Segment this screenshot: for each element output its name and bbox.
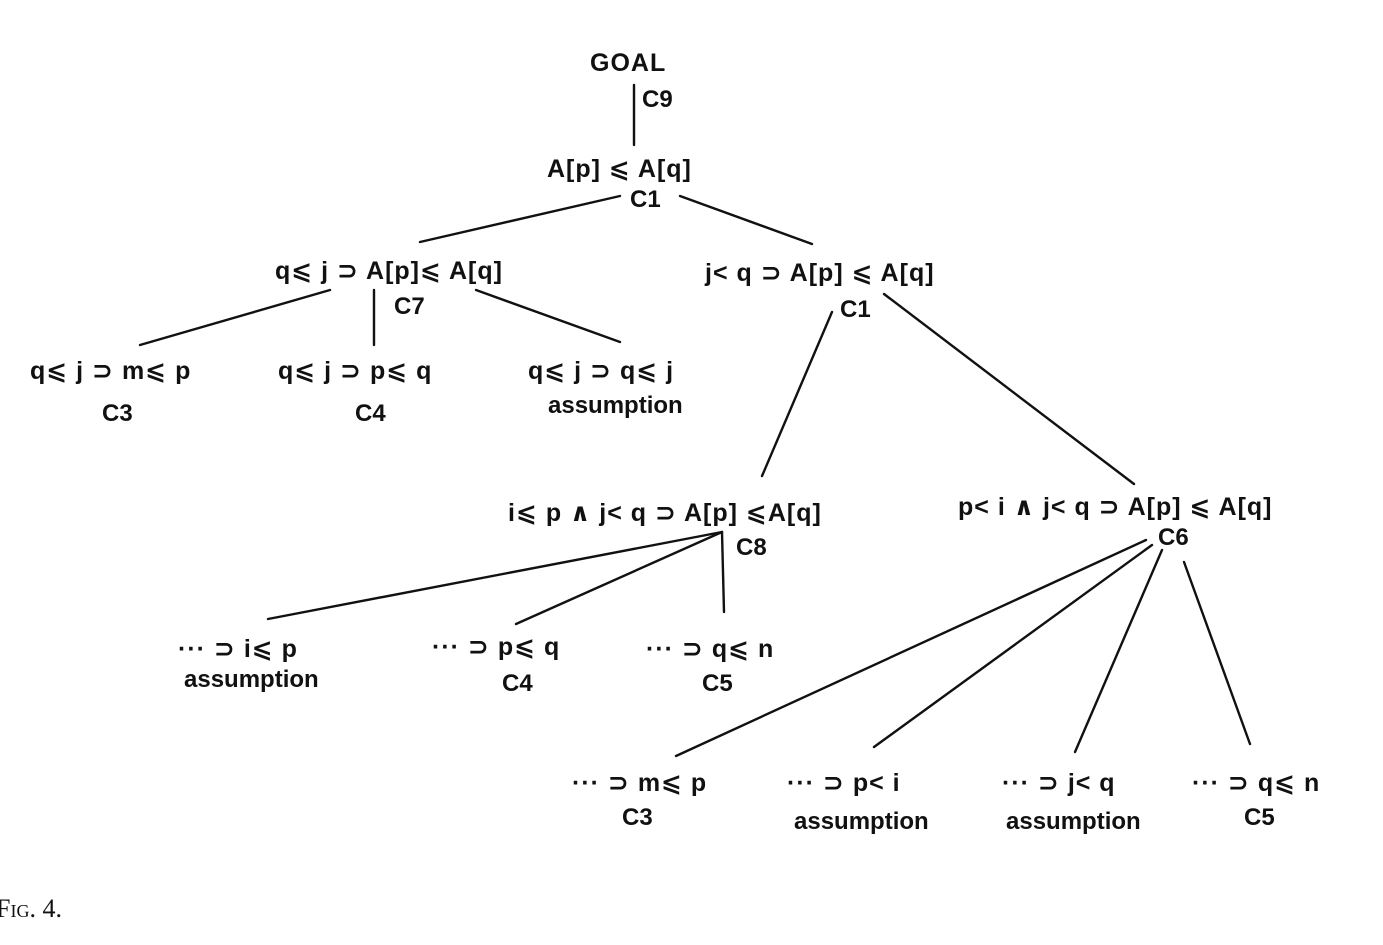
leaf-f2: ··· ⊃ p< i	[787, 769, 901, 797]
edge-mid-m2	[514, 530, 724, 626]
leaf-f1-label: C3	[622, 804, 653, 831]
rule-label-c7: C7	[394, 293, 425, 320]
leaf-f3-label: assumption	[1006, 808, 1141, 835]
rule-label-c8: C8	[736, 534, 767, 561]
leaf-m1-label: assumption	[184, 666, 319, 693]
leaf-l3: q⩽ j ⊃ q⩽ j	[528, 357, 675, 385]
leaf-l1: q⩽ j ⊃ m⩽ p	[30, 357, 192, 385]
edge-left-l1	[138, 288, 332, 347]
leaf-m3-label: C5	[702, 670, 733, 697]
leaf-l1-label: C3	[102, 400, 133, 427]
edge-mid-m1	[266, 530, 724, 621]
rule-label-c6: C6	[1158, 524, 1189, 551]
figure-caption: Fig. 4.	[0, 894, 62, 923]
rule-label-c9: C9	[642, 86, 673, 113]
right-node: j< q ⊃ A[p] ⩽ A[q]	[705, 259, 935, 287]
leaf-l2-label: C4	[355, 400, 386, 427]
leaf-m1: ··· ⊃ i⩽ p	[178, 635, 298, 663]
leaf-m2-label: C4	[502, 670, 533, 697]
left-node: q⩽ j ⊃ A[p]⩽ A[q]	[275, 257, 503, 285]
leaf-f3: ··· ⊃ j< q	[1002, 769, 1116, 797]
edge-root-left	[418, 194, 622, 244]
leaf-l3-label: assumption	[548, 392, 683, 419]
edge-left-l3	[474, 288, 622, 344]
leaf-f4-label: C5	[1244, 804, 1275, 831]
edge-right-far	[882, 292, 1136, 486]
rule-label-c1-root: C1	[630, 186, 661, 213]
rule-label-c1-right: C1	[840, 296, 871, 323]
edge-far-f3	[1073, 548, 1164, 754]
edge-far-f4	[1182, 560, 1252, 746]
leaf-m2: ··· ⊃ p⩽ q	[432, 633, 561, 661]
leaf-f1: ··· ⊃ m⩽ p	[572, 769, 708, 797]
edge-root-right	[678, 194, 814, 246]
mid-node: i⩽ p ∧ j< q ⊃ A[p] ⩽A[q]	[508, 499, 822, 527]
goal-node: GOAL	[590, 49, 667, 77]
edge-far-f2	[872, 543, 1154, 749]
leaf-f2-label: assumption	[794, 808, 929, 835]
edge-far-f1	[674, 538, 1148, 758]
edge-mid-m3	[720, 530, 726, 614]
leaf-f4: ··· ⊃ q⩽ n	[1192, 769, 1321, 797]
leaf-m3: ··· ⊃ q⩽ n	[646, 635, 775, 663]
far-node: p< i ∧ j< q ⊃ A[p] ⩽ A[q]	[958, 493, 1273, 521]
edge-right-mid	[760, 310, 834, 478]
leaf-l2: q⩽ j ⊃ p⩽ q	[278, 357, 433, 385]
root-node: A[p] ⩽ A[q]	[547, 155, 692, 183]
